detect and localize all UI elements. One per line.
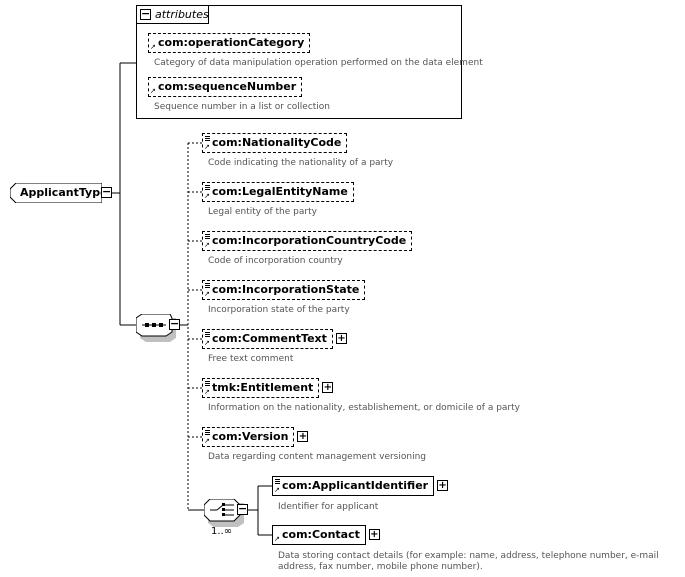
element-description: Category of data manipulation operation … xyxy=(154,58,483,68)
reference-arrow-icon: ↗ xyxy=(204,193,210,200)
expand-button[interactable]: + xyxy=(369,529,380,540)
element-label: com:ApplicantIdentifier xyxy=(282,479,428,492)
element-description: Sequence number in a list or collection xyxy=(154,102,330,112)
choice-collapse-button[interactable]: − xyxy=(237,504,248,515)
content-lines-icon xyxy=(205,430,210,435)
element-com-applicantidentifier[interactable]: ↗com:ApplicantIdentifier+ xyxy=(272,476,434,496)
element-description: Legal entity of the party xyxy=(208,207,317,217)
content-lines-icon xyxy=(205,381,210,386)
reference-arrow-icon: ↗ xyxy=(274,487,280,494)
expand-button[interactable]: + xyxy=(297,431,308,442)
content-lines-icon xyxy=(205,234,210,239)
root-element-label: ApplicantType xyxy=(20,186,108,199)
reference-arrow-icon: ↗ xyxy=(204,389,210,396)
root-element[interactable]: ApplicantType xyxy=(10,183,102,203)
content-lines-icon xyxy=(205,283,210,288)
expand-button[interactable]: + xyxy=(437,480,448,491)
expand-button[interactable]: + xyxy=(322,382,333,393)
element-com-contact[interactable]: ↗com:Contact+ xyxy=(272,525,366,545)
element-com-version[interactable]: ↗com:Version+ xyxy=(202,427,294,447)
reference-arrow-icon: ↗ xyxy=(204,291,210,298)
attributes-collapse-button[interactable]: − xyxy=(140,9,151,20)
choice-cardinality: 1..∞ xyxy=(211,526,232,537)
element-label: com:IncorporationCountryCode xyxy=(212,234,406,247)
element-com-incorporationstate[interactable]: ↗com:IncorporationState xyxy=(202,280,365,300)
element-description: Identifier for applicant xyxy=(278,502,378,512)
content-lines-icon xyxy=(205,136,210,141)
element-label: com:LegalEntityName xyxy=(212,185,348,198)
sequence-collapse-button[interactable]: − xyxy=(169,319,180,330)
element-com-operationcategory[interactable]: ↗com:operationCategory xyxy=(148,33,310,53)
element-label: com:sequenceNumber xyxy=(158,80,296,93)
element-com-sequencenumber[interactable]: ↗com:sequenceNumber xyxy=(148,77,302,97)
expand-button[interactable]: + xyxy=(336,333,347,344)
element-description: Incorporation state of the party xyxy=(208,305,350,315)
reference-arrow-icon: ↗ xyxy=(204,144,210,151)
reference-arrow-icon: ↗ xyxy=(204,340,210,347)
element-label: com:NationalityCode xyxy=(212,136,341,149)
element-description: Information on the nationality, establis… xyxy=(208,403,520,413)
choice-compositor[interactable] xyxy=(204,499,238,521)
element-description: Free text comment xyxy=(208,354,293,364)
element-label: com:Contact xyxy=(282,528,360,541)
content-lines-icon xyxy=(205,332,210,337)
reference-arrow-icon: ↗ xyxy=(204,438,210,445)
sequence-compositor[interactable] xyxy=(136,314,170,336)
element-description: Code indicating the nationality of a par… xyxy=(208,158,393,168)
element-com-incorporationcountrycode[interactable]: ↗com:IncorporationCountryCode xyxy=(202,231,412,251)
root-collapse-button[interactable]: − xyxy=(101,187,112,198)
element-description: Code of incorporation country xyxy=(208,256,343,266)
reference-arrow-icon: ↗ xyxy=(150,44,156,51)
element-label: com:CommentText xyxy=(212,332,327,345)
content-lines-icon xyxy=(275,479,280,484)
attributes-header-label: attributes xyxy=(155,8,209,21)
element-tmk-entitlement[interactable]: ↗tmk:Entitlement+ xyxy=(202,378,319,398)
element-com-commenttext[interactable]: ↗com:CommentText+ xyxy=(202,329,333,349)
element-description: Data regarding content management versio… xyxy=(208,452,426,462)
content-lines-icon xyxy=(205,185,210,190)
element-description: Data storing contact details (for exampl… xyxy=(278,551,678,573)
reference-arrow-icon: ↗ xyxy=(150,88,156,95)
element-label: tmk:Entitlement xyxy=(212,381,313,394)
element-label: com:Version xyxy=(212,430,288,443)
element-com-nationalitycode[interactable]: ↗com:NationalityCode xyxy=(202,133,347,153)
reference-arrow-icon: ↗ xyxy=(204,242,210,249)
element-label: com:operationCategory xyxy=(158,36,304,49)
attributes-header: − attributes xyxy=(137,6,209,24)
reference-arrow-icon: ↗ xyxy=(274,536,280,543)
element-label: com:IncorporationState xyxy=(212,283,359,296)
element-com-legalentityname[interactable]: ↗com:LegalEntityName xyxy=(202,182,354,202)
